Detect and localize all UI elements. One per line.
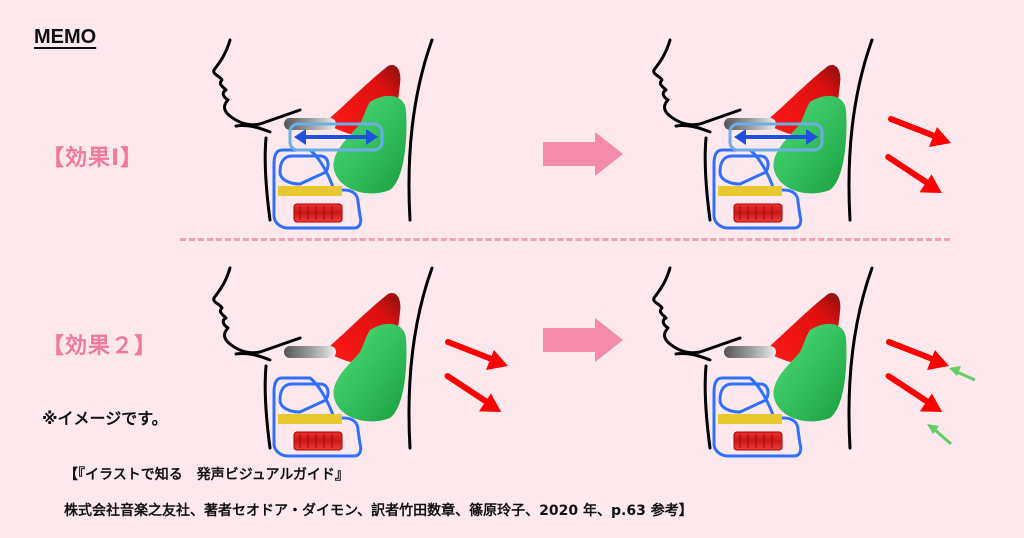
pink-arrow-top-icon <box>543 132 623 176</box>
red-arrows-bottom-left <box>444 340 524 430</box>
green-arrow-icon <box>949 366 976 382</box>
red-arrows-bottom-right <box>885 340 976 446</box>
panel-top-right <box>652 38 874 230</box>
citation-line2: 株式会社音楽之友社、著者セオドア・ダイモン、訳者竹田数章、篠原玲子、2020 年… <box>64 503 693 519</box>
memo-title: MEMO <box>34 26 97 48</box>
pink-arrow-bottom-icon <box>543 318 623 362</box>
effect2-label: 【効果２】 <box>42 334 158 359</box>
panel-bottom-left <box>212 266 434 458</box>
panel-top-left <box>212 38 434 230</box>
panel-bottom-right <box>652 266 874 458</box>
green-arrow-icon <box>927 424 952 446</box>
effect1-label: 【効果Ⅰ】 <box>42 146 144 171</box>
citation-line1: 【『イラストで知る 発声ビジュアルガイド』 <box>64 467 349 483</box>
image-note: ※イメージです。 <box>42 409 168 428</box>
dashed-divider <box>180 238 950 241</box>
red-arrows-top-right <box>885 115 965 205</box>
